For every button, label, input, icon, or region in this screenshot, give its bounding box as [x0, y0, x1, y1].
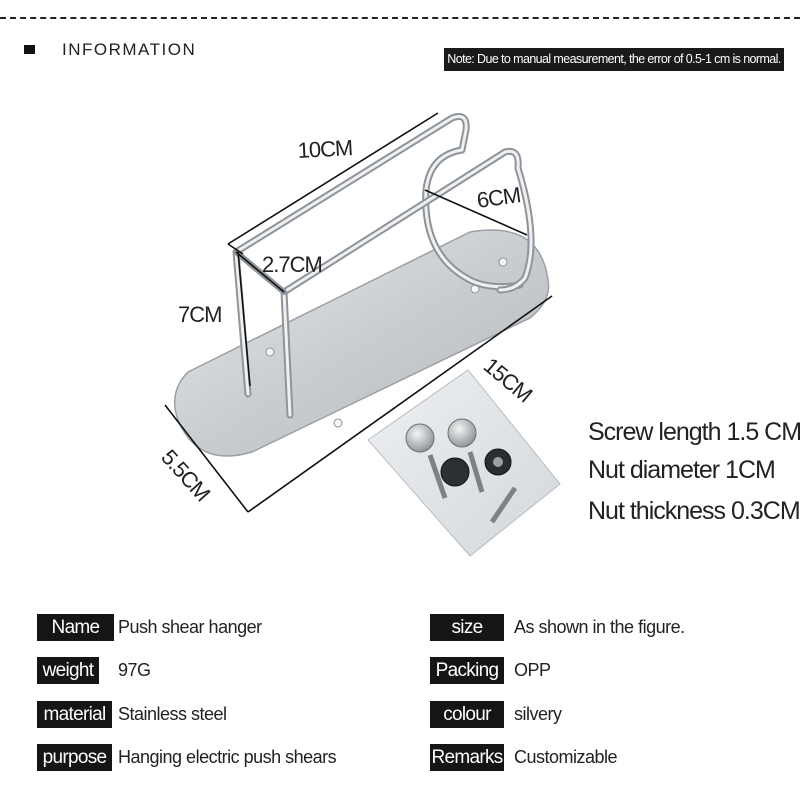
spec-nut-thickness: Nut thickness 0.3CM	[588, 497, 800, 525]
label-name: Name	[37, 614, 114, 641]
label-weight: weight	[37, 657, 99, 684]
value-material: Stainless steel	[118, 704, 227, 724]
section-bullet-icon	[24, 45, 35, 54]
screw-pack	[367, 369, 561, 557]
label-packing: Packing	[430, 657, 504, 684]
label-remarks: Remarks	[430, 744, 504, 771]
value-name: Push shear hanger	[118, 617, 262, 637]
top-dashed-divider	[0, 17, 800, 19]
label-purpose: purpose	[37, 744, 112, 771]
value-size: As shown in the figure.	[514, 617, 685, 637]
label-material: material	[37, 701, 112, 728]
dim-height: 7CM	[178, 302, 221, 327]
dim-inner-gap: 2.7CM	[262, 252, 322, 277]
label-colour: colour	[430, 701, 504, 728]
value-weight: 97G	[118, 660, 151, 680]
base-plate	[173, 229, 550, 457]
section-title: INFORMATION	[62, 40, 197, 59]
measurement-note: Note: Due to manual measurement, the err…	[444, 48, 784, 71]
product-illustration: 10CM 6CM 2.7CM 7CM 15CM 5.5CM	[156, 112, 561, 557]
spec-screw-length: Screw length 1.5 CM	[588, 418, 800, 446]
dim-depth: 6CM	[475, 182, 522, 213]
dimension-lines	[164, 112, 553, 513]
value-purpose: Hanging electric push shears	[118, 747, 337, 767]
value-colour: silvery	[514, 704, 562, 724]
value-packing: OPP	[514, 660, 551, 680]
dim-top-width: 10CM	[297, 135, 353, 163]
label-size: size	[430, 614, 504, 641]
value-remarks: Customizable	[514, 747, 618, 767]
spec-nut-diameter: Nut diameter 1CM	[588, 456, 776, 484]
dim-base-width: 5.5CM	[156, 445, 215, 506]
